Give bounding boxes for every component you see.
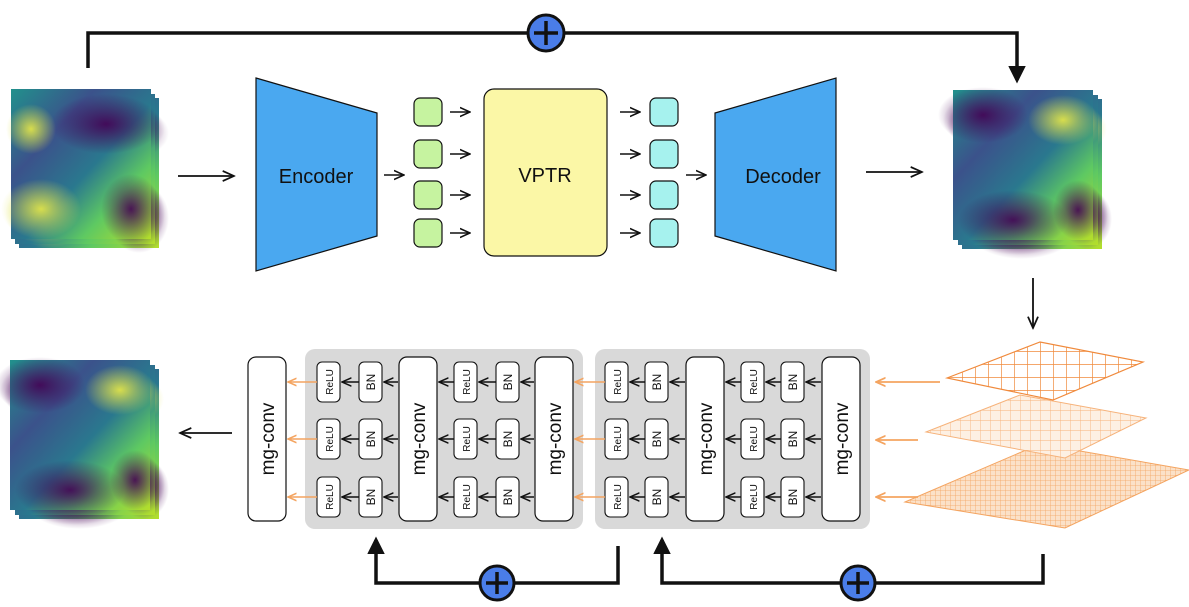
mg-conv-label: mg-conv bbox=[409, 402, 430, 475]
decoder-block: Decoder bbox=[714, 77, 837, 272]
decoder-output-image bbox=[938, 87, 1112, 259]
bn-cell: BN bbox=[358, 476, 383, 518]
mg-conv-label: mg-conv bbox=[545, 402, 566, 475]
relu-cell: ReLU bbox=[740, 476, 765, 518]
relu-cell: ReLU bbox=[316, 361, 341, 403]
bn-cell-label: BN bbox=[786, 489, 800, 506]
relu-cell: ReLU bbox=[740, 418, 765, 460]
decoder-label: Decoder bbox=[745, 166, 821, 188]
bn-cell: BN bbox=[495, 418, 520, 460]
relu-cell: ReLU bbox=[316, 476, 341, 518]
vptr-block: VPTR bbox=[483, 88, 608, 257]
final-mg-conv-block: mg-conv bbox=[247, 356, 287, 522]
encoder-label: Encoder bbox=[279, 166, 354, 188]
bn-cell-label: BN bbox=[501, 489, 515, 506]
bn-cell-label: BN bbox=[786, 374, 800, 391]
relu-cell: ReLU bbox=[740, 361, 765, 403]
bn-cell: BN bbox=[644, 418, 669, 460]
relu-cell: ReLU bbox=[604, 418, 629, 460]
bn-cell-label: BN bbox=[650, 489, 664, 506]
relu-cell-label: ReLU bbox=[325, 426, 336, 452]
relu-cell: ReLU bbox=[453, 476, 478, 518]
relu-cell-label: ReLU bbox=[613, 426, 624, 452]
bn-cell: BN bbox=[495, 361, 520, 403]
bn-cell: BN bbox=[644, 361, 669, 403]
relu-cell: ReLU bbox=[604, 476, 629, 518]
grid-input-arrows bbox=[876, 382, 940, 497]
bn-cell-label: BN bbox=[501, 431, 515, 448]
bn-cell: BN bbox=[358, 361, 383, 403]
relu-cell: ReLU bbox=[316, 418, 341, 460]
relu-cell: ReLU bbox=[453, 418, 478, 460]
mg-conv-label: mg-conv bbox=[696, 402, 717, 475]
mg-conv-label: mg-conv bbox=[832, 402, 853, 475]
relu-bn-cells: ReLU BN ReLU BN ReLU BN ReLU BN ReLU BN ReLU BN ReLU… bbox=[288, 361, 821, 518]
bn-cell-label: BN bbox=[650, 431, 664, 448]
relu-cell-label: ReLU bbox=[462, 426, 473, 452]
input-tokens bbox=[384, 97, 470, 248]
bn-cell: BN bbox=[780, 361, 805, 403]
multigrid-levels bbox=[903, 341, 1189, 529]
relu-cell-label: ReLU bbox=[613, 484, 624, 510]
relu-cell-label: ReLU bbox=[325, 484, 336, 510]
input-field-image bbox=[1, 89, 169, 253]
bn-cell-label: BN bbox=[364, 489, 378, 506]
relu-cell: ReLU bbox=[604, 361, 629, 403]
bn-cell: BN bbox=[495, 476, 520, 518]
bottom-skip-left-add-icon bbox=[478, 564, 516, 602]
top-skip-add-icon bbox=[526, 13, 566, 53]
bn-cell: BN bbox=[780, 418, 805, 460]
bottom-skip-right bbox=[653, 536, 1045, 602]
encoder-block: Encoder bbox=[255, 77, 378, 272]
relu-cell-label: ReLU bbox=[749, 426, 760, 452]
bn-cell-label: BN bbox=[364, 374, 378, 391]
bottom-skip-left bbox=[367, 536, 620, 602]
bn-cell-label: BN bbox=[501, 374, 515, 391]
bn-cell: BN bbox=[358, 418, 383, 460]
bn-cell: BN bbox=[644, 476, 669, 518]
relu-cell-label: ReLU bbox=[462, 369, 473, 395]
bn-cell: BN bbox=[780, 476, 805, 518]
bn-cell-label: BN bbox=[786, 431, 800, 448]
bottom-skip-right-add-icon bbox=[839, 564, 877, 602]
output-tokens bbox=[620, 97, 706, 248]
relu-cell-label: ReLU bbox=[613, 369, 624, 395]
relu-cell-label: ReLU bbox=[462, 484, 473, 510]
relu-cell-label: ReLU bbox=[749, 484, 760, 510]
relu-cell-label: ReLU bbox=[325, 369, 336, 395]
vptr-label: VPTR bbox=[518, 165, 571, 187]
mg-conv-label: mg-conv bbox=[258, 402, 279, 475]
relu-cell-label: ReLU bbox=[749, 369, 760, 395]
relu-cell: ReLU bbox=[453, 361, 478, 403]
bn-cell-label: BN bbox=[650, 374, 664, 391]
bn-cell-label: BN bbox=[364, 431, 378, 448]
final-output-image bbox=[0, 357, 169, 529]
